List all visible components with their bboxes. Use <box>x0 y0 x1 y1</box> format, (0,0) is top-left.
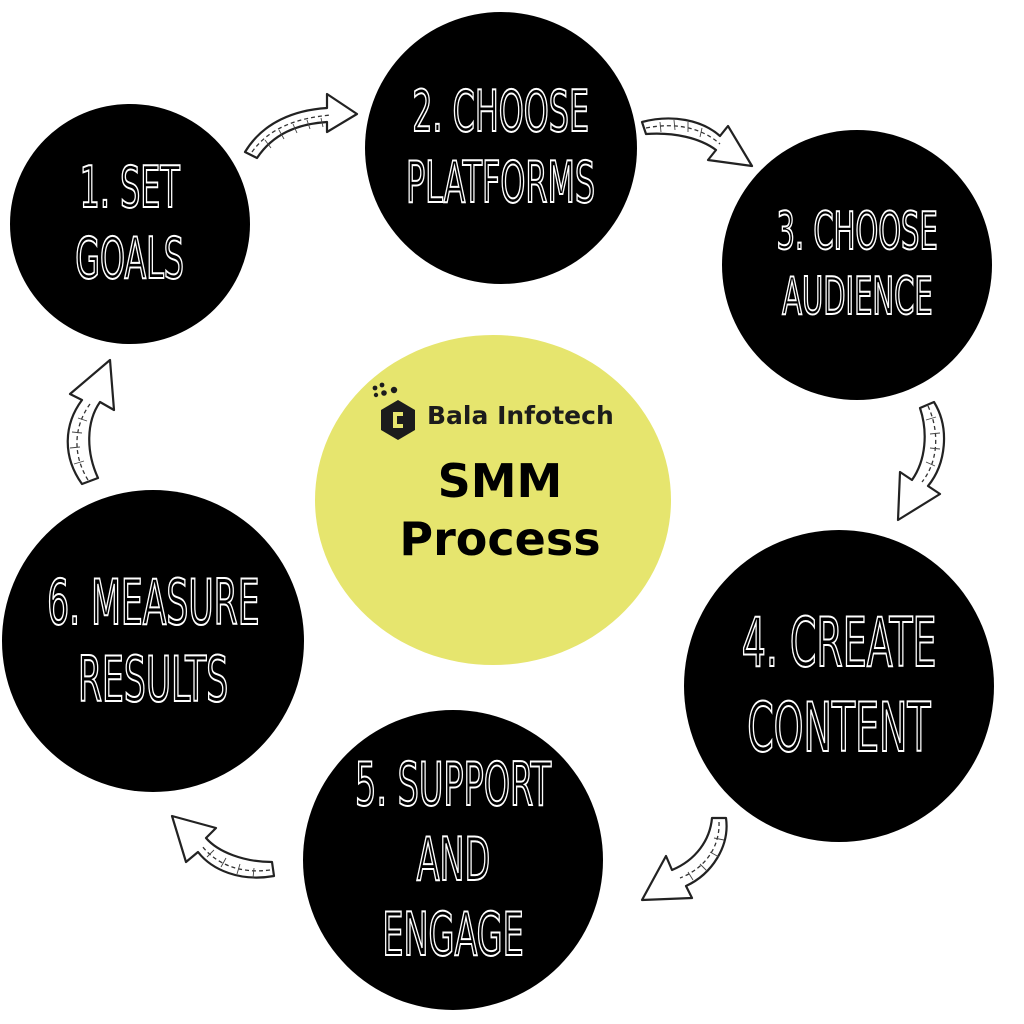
step-2-choose-platforms: 2. CHOOSE PLATFORMS <box>365 12 637 284</box>
step-1-set-goals: 1. SET GOALS <box>10 104 250 344</box>
center-title-line-2: Process <box>399 512 601 566</box>
step-3-choose-audience: 3. CHOOSE AUDIENCE <box>722 130 992 400</box>
arrow-3-to-4-icon <box>896 400 946 522</box>
step-4-create-content: 4. CREATE CONTENT <box>684 530 994 842</box>
step-2-line-1: 2. CHOOSE <box>412 78 590 146</box>
step-5-line-1: 5. SUPPORT <box>354 749 551 821</box>
center-title-line-1: SMM <box>437 454 563 508</box>
brand-logo-icon <box>372 382 415 440</box>
step-2-line-2: PLATFORMS <box>406 149 596 217</box>
step-3-line-1: 3. CHOOSE <box>776 201 939 263</box>
step-5-line-3: ENGAGE <box>382 899 525 971</box>
arrow-4-to-5-icon <box>640 816 728 902</box>
step-6-line-1: 6. MEASURE <box>46 565 260 640</box>
step-6-measure-results: 6. MEASURE RESULTS <box>2 490 304 792</box>
brand-lockup: Bala Infotech <box>370 382 630 442</box>
step-1-line-2: GOALS <box>75 225 185 293</box>
center-title: SMM Process <box>375 452 625 568</box>
arrow-1-to-2-icon <box>243 92 359 160</box>
step-1-line-1: 1. SET <box>79 154 181 222</box>
arrow-6-to-1-icon <box>66 358 116 486</box>
arrow-2-to-3-icon <box>640 117 754 168</box>
step-6-line-2: RESULTS <box>77 642 229 717</box>
step-5-support-and-engage: 5. SUPPORT AND ENGAGE <box>303 710 603 1010</box>
brand-name: Bala Infotech <box>427 401 614 430</box>
step-5-line-2: AND <box>416 824 491 896</box>
step-4-line-2: CONTENT <box>747 688 932 769</box>
step-4-line-1: 4. CREATE <box>741 603 937 684</box>
step-3-line-2: AUDIENCE <box>781 266 933 328</box>
arrow-5-to-6-icon <box>170 814 276 879</box>
